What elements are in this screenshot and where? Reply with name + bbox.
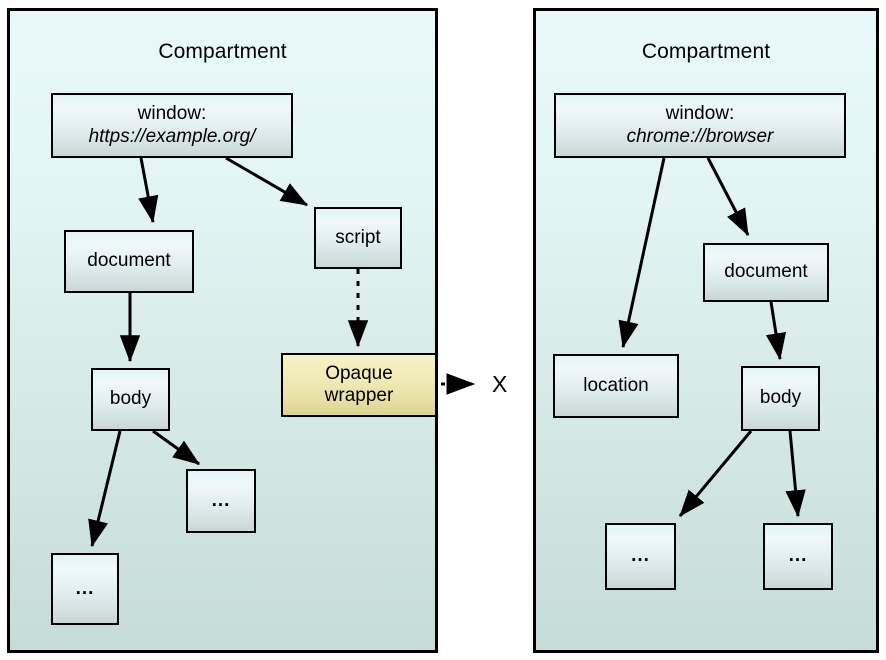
- node-left-script[interactable]: script: [314, 207, 402, 269]
- node-right-body[interactable]: body: [741, 366, 820, 431]
- node-opaque-wrapper-line1: Opaque: [325, 362, 393, 384]
- node-left-script-label: script: [335, 226, 381, 248]
- node-left-child-a-label: ...: [75, 577, 95, 599]
- node-opaque-wrapper[interactable]: Opaque wrapper: [281, 353, 437, 417]
- node-left-document[interactable]: document: [64, 230, 194, 293]
- left-compartment-title: Compartment: [158, 40, 287, 63]
- node-opaque-wrapper-line2: wrapper: [324, 385, 394, 406]
- node-right-window-line1: window:: [665, 103, 735, 125]
- node-left-window-line2: https://example.org/: [88, 125, 256, 147]
- node-left-window[interactable]: window: https://example.org/: [51, 93, 293, 158]
- node-right-document[interactable]: document: [703, 243, 829, 302]
- node-right-window[interactable]: window: chrome://browser: [554, 93, 846, 158]
- node-right-location[interactable]: location: [553, 354, 679, 418]
- node-left-body-label: body: [109, 388, 152, 410]
- node-left-window-line1: window:: [137, 103, 207, 125]
- node-left-body[interactable]: body: [91, 368, 170, 431]
- node-right-child-a[interactable]: ...: [605, 523, 676, 590]
- node-left-child-b[interactable]: ...: [186, 469, 256, 533]
- node-right-child-b-label: ...: [788, 545, 808, 567]
- blocked-access-x-label: X: [492, 371, 508, 397]
- node-left-document-label: document: [87, 250, 171, 272]
- right-compartment-title: Compartment: [641, 40, 771, 63]
- node-right-window-line2: chrome://browser: [626, 125, 774, 147]
- node-left-child-b-label: ...: [211, 489, 231, 511]
- node-right-child-a-label: ...: [631, 545, 650, 567]
- node-right-location-label: location: [583, 374, 649, 396]
- node-right-body-label: body: [759, 387, 802, 409]
- node-right-child-b[interactable]: ...: [763, 523, 833, 590]
- node-right-document-label: document: [724, 261, 808, 283]
- blocked-access-x-marker: X: [492, 373, 507, 396]
- node-left-child-a[interactable]: ...: [51, 553, 119, 625]
